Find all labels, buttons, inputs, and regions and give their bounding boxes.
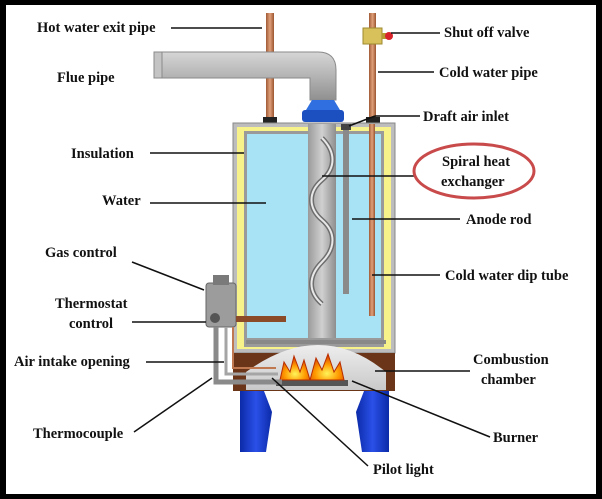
flue-pipe xyxy=(153,51,337,101)
flame-right xyxy=(309,352,345,381)
label-flue-pipe: Flue pipe xyxy=(57,70,115,86)
chamber-top xyxy=(246,340,386,344)
spiral-baffle-highlight xyxy=(310,137,334,305)
spiral-highlight-ellipse xyxy=(412,142,536,200)
label-combustion-1: Combustion xyxy=(473,352,549,368)
label-spiral-heat-1: Spiral heat xyxy=(442,154,510,170)
leader-burner xyxy=(351,380,491,438)
burner-flames xyxy=(276,352,348,386)
label-water: Water xyxy=(102,193,141,209)
leader-draft-1 xyxy=(348,115,376,127)
cold-water-pipe xyxy=(369,13,376,120)
anode-rod-cap xyxy=(341,124,351,130)
leader-lines xyxy=(131,27,491,467)
shut-off-valve-body xyxy=(362,27,383,45)
label-anode-rod: Anode rod xyxy=(466,212,531,228)
draft-hood xyxy=(306,100,340,110)
label-combustion-2: chamber xyxy=(481,372,536,388)
label-pilot-light: Pilot light xyxy=(373,462,434,478)
gas-control-valve xyxy=(205,282,237,328)
gas-control-knob xyxy=(213,275,229,285)
leader-pilot xyxy=(271,377,369,467)
burner xyxy=(276,380,348,386)
leader-gas-control xyxy=(131,261,205,291)
label-gas-control: Gas control xyxy=(45,245,117,261)
pilot-gas-line xyxy=(224,327,278,376)
cold-pipe-fitting xyxy=(366,117,380,124)
hot-pipe-fitting xyxy=(263,117,277,124)
thermocouple-wire xyxy=(232,327,276,369)
label-thermocouple: Thermocouple xyxy=(33,426,124,442)
label-insulation: Insulation xyxy=(71,146,134,162)
label-hot-water-exit-pipe: Hot water exit pipe xyxy=(37,20,156,36)
label-air-intake-opening: Air intake opening xyxy=(14,354,131,370)
cold-water-dip-tube xyxy=(369,124,375,316)
label-cold-water-pipe: Cold water pipe xyxy=(439,65,538,81)
leg-right xyxy=(356,391,389,452)
gas-supply-line xyxy=(213,327,282,385)
label-cold-water-dip-tube: Cold water dip tube xyxy=(445,268,569,284)
draft-hood-base xyxy=(302,110,344,122)
anode-rod xyxy=(343,128,349,294)
label-thermostat-control-2: control xyxy=(69,316,113,332)
label-shut-off-valve: Shut off valve xyxy=(444,25,530,41)
thermostat-dial xyxy=(210,313,220,323)
label-draft-air-inlet: Draft air inlet xyxy=(423,109,509,125)
flame-left xyxy=(279,354,311,381)
shut-off-valve-handle xyxy=(385,32,393,40)
label-spiral-heat-2: exchanger xyxy=(441,174,505,190)
leader-thermocouple xyxy=(133,377,213,433)
label-thermostat-control-1: Thermostat xyxy=(55,296,128,312)
thermostat-probe xyxy=(236,316,286,322)
leg-left xyxy=(240,391,272,452)
label-burner: Burner xyxy=(493,430,539,446)
flue-pipe-end xyxy=(153,51,163,79)
